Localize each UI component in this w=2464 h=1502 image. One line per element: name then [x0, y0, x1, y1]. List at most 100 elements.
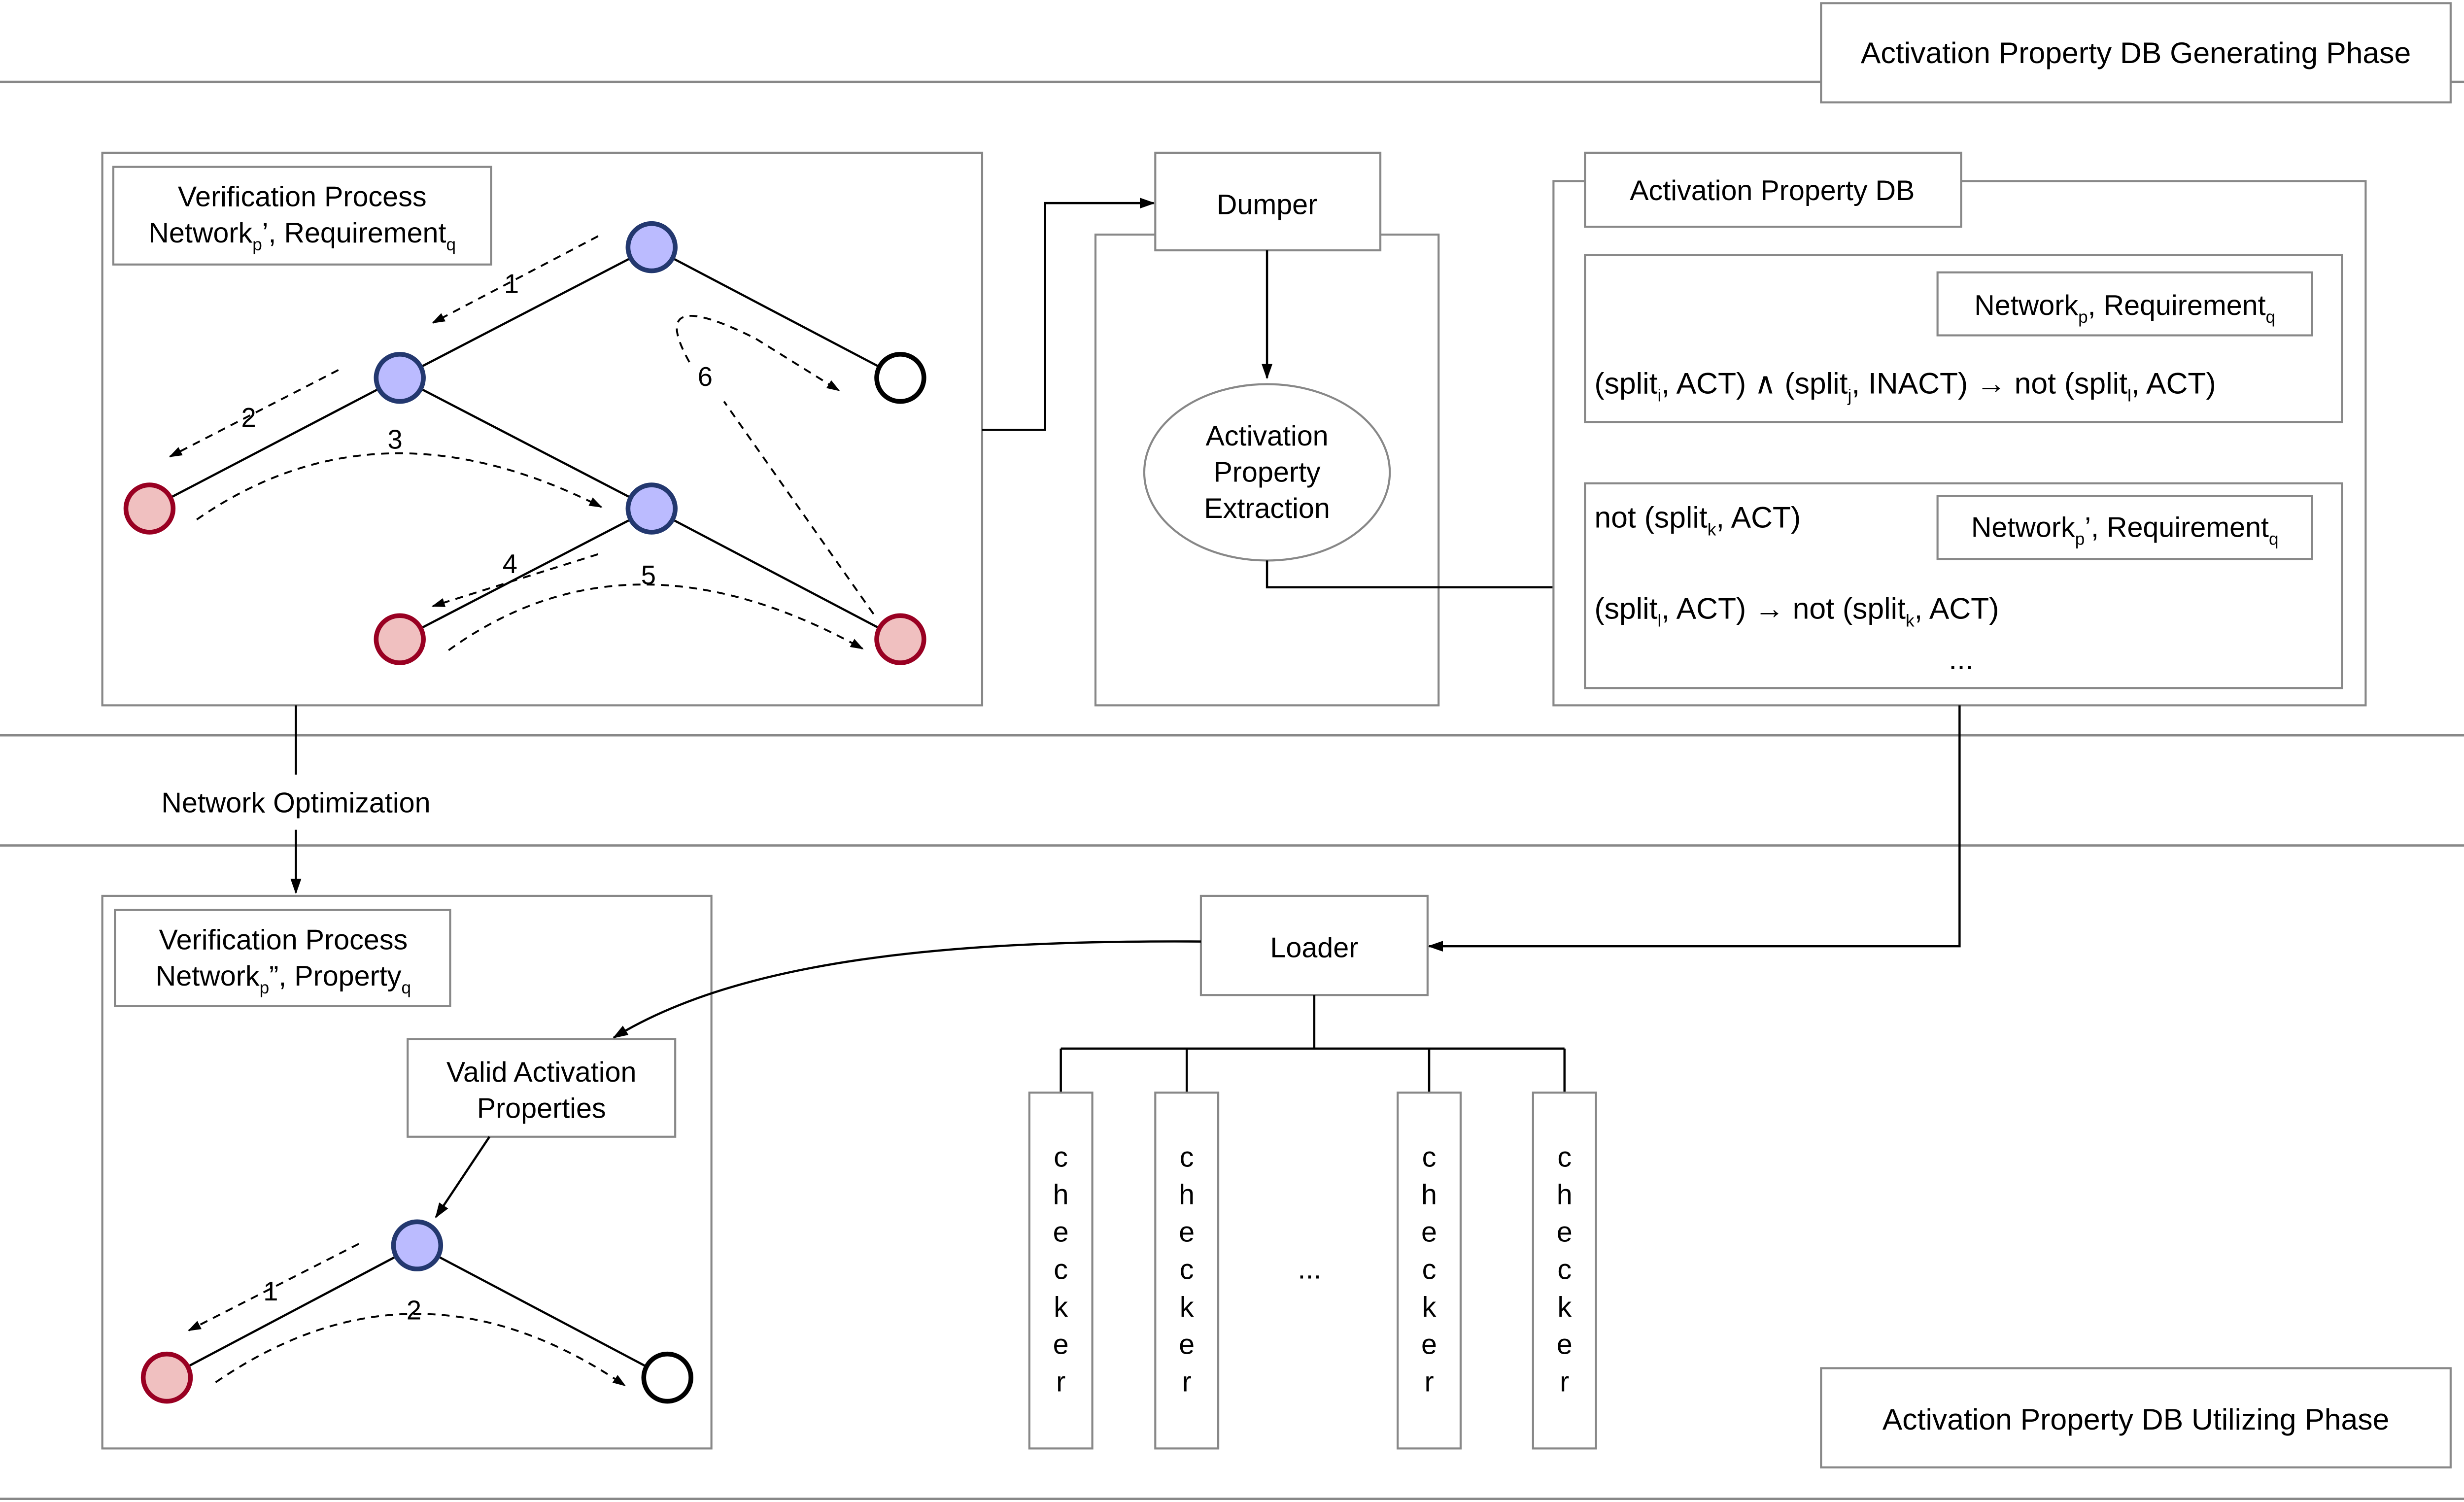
traversal-step-1: [187, 1243, 360, 1331]
loader-label: Loader: [1270, 932, 1358, 964]
checker-letter: h: [1179, 1179, 1195, 1211]
bottom-verification-label-box: [114, 909, 451, 1007]
db-rule: (splitl, ACT) → not (splitk, ACT): [1594, 592, 1999, 631]
traversal-step-2: [215, 1313, 626, 1387]
top-verification-subtitle: Networkp’, Requirementq: [148, 217, 456, 254]
tree-node-active: [391, 1219, 444, 1271]
network-optimization-label: Network Optimization: [161, 787, 430, 819]
traversal-step-2: [169, 369, 339, 458]
tree-edge: [651, 507, 901, 641]
checker-letter: h: [1557, 1179, 1573, 1211]
checker-letter: k: [1422, 1292, 1437, 1323]
checker-letter: r: [1560, 1366, 1569, 1398]
checker-letter: h: [1421, 1179, 1437, 1211]
tree-node-infeasible: [140, 1351, 193, 1404]
checker-letter: c: [1422, 1254, 1437, 1286]
checker-letter: c: [1557, 1254, 1572, 1286]
generating-phase-text: Activation Property DB Generating Phase: [1861, 36, 2411, 69]
traversal-step-6: [676, 314, 875, 615]
connector-verification-to-dumper: [982, 198, 1156, 431]
tree-edge: [651, 246, 901, 379]
tree-edge: [149, 376, 401, 510]
db-entry-tag-text: Networkp, Requirementq: [1974, 290, 2275, 327]
checker-letter: k: [1557, 1292, 1572, 1323]
checker-letter: c: [1180, 1141, 1194, 1173]
step-label: 2: [241, 403, 256, 433]
tree-edge: [399, 246, 652, 379]
extraction-line-2: Property: [1213, 457, 1320, 488]
loader-group: Loader: [612, 894, 1566, 1093]
step-label: 1: [263, 1276, 278, 1306]
step-label: 2: [407, 1295, 421, 1325]
checker-letter: c: [1054, 1254, 1068, 1286]
step-label: 1: [504, 269, 519, 299]
db-title: Activation Property DB: [1630, 175, 1915, 206]
valid-activation-properties-line-1: Valid Activation: [446, 1057, 637, 1088]
tree-edge: [416, 1244, 668, 1379]
top-verification-title: Verification Process: [178, 181, 427, 213]
tree-node-infeasible: [874, 613, 926, 665]
checker-letter: c: [1054, 1141, 1068, 1173]
checker-letter: e: [1421, 1217, 1437, 1248]
bottom-verification-title: Verification Process: [159, 924, 408, 956]
connector-db-to-loader: [1427, 705, 1961, 952]
checker-box: [1028, 1092, 1094, 1450]
checker-letter: r: [1056, 1366, 1065, 1398]
checker-letter: e: [1557, 1329, 1573, 1361]
db-rule: not (splitk, ACT): [1594, 500, 1801, 539]
tree-node-infeasible: [374, 613, 426, 665]
checker-letter: e: [1179, 1329, 1195, 1361]
loader-box: [1199, 894, 1429, 996]
connector-extraction-to-db: [1266, 560, 1582, 593]
connector-loader-to-valid-props: [612, 940, 1201, 1039]
db-ellipsis: ...: [1949, 642, 1974, 676]
tree-node-active: [374, 352, 426, 404]
checker-letter: r: [1424, 1366, 1434, 1398]
traversal-step-5: [448, 583, 864, 651]
bottom-verification-subtitle: Networkp”, Propertyq: [156, 960, 411, 997]
traversal-step-1: [431, 235, 599, 324]
checker-box: [1532, 1092, 1597, 1450]
dumper-box: [1154, 151, 1382, 252]
connector-valid-props-to-node: [435, 1136, 491, 1219]
db-entry-tag: [1936, 495, 2313, 560]
step-label: 3: [388, 425, 403, 455]
valid-activation-properties-box: [407, 1038, 677, 1138]
utilizing-phase-text: Activation Property DB Utilizing Phase: [1882, 1402, 2390, 1436]
bottom-verification-process: Verification Process Networkp”, Property…: [101, 894, 713, 1450]
generating-phase-label: Activation Property DB Generating Phase: [1820, 2, 2452, 103]
db-entry-tag-text: Networkp’, Requirementq: [1971, 512, 2279, 548]
db-entry-tag: [1936, 271, 2313, 337]
extraction-line-3: Extraction: [1204, 493, 1330, 524]
traversal-step-4: [431, 553, 599, 607]
tree-node-active: [625, 221, 678, 273]
dumper-label: Dumper: [1217, 189, 1317, 221]
tree-node-infeasible: [123, 482, 176, 535]
dumper-group: Dumper Activation Property Extraction: [1094, 151, 1440, 707]
tree-edge: [166, 1244, 418, 1379]
checker-letter: h: [1053, 1179, 1069, 1211]
activation-property-db: Activation Property DB Networkp, Require…: [1552, 151, 2367, 707]
tree-edge: [399, 376, 652, 510]
tree-node-active: [625, 482, 678, 535]
db-entry: Networkp’, Requirementq not (splitk, ACT…: [1584, 482, 2343, 689]
utilizing-phase-label: Activation Property DB Utilizing Phase: [1820, 1367, 2452, 1468]
checker-box: [1397, 1092, 1462, 1450]
db-entry: Networkp, Requirementq (spliti, ACT) ∧ (…: [1584, 254, 2343, 423]
step-label: 6: [698, 362, 713, 392]
tree-edge: [399, 507, 652, 641]
step-label: 5: [641, 560, 656, 590]
checker-letter: r: [1182, 1366, 1192, 1398]
tree-node-unvisited: [641, 1351, 693, 1404]
checker-letter: k: [1054, 1292, 1068, 1323]
checker-letter: c: [1557, 1141, 1572, 1173]
checker-letter: e: [1053, 1329, 1069, 1361]
tree-node-unvisited: [874, 352, 926, 404]
step-label: 4: [503, 549, 517, 579]
